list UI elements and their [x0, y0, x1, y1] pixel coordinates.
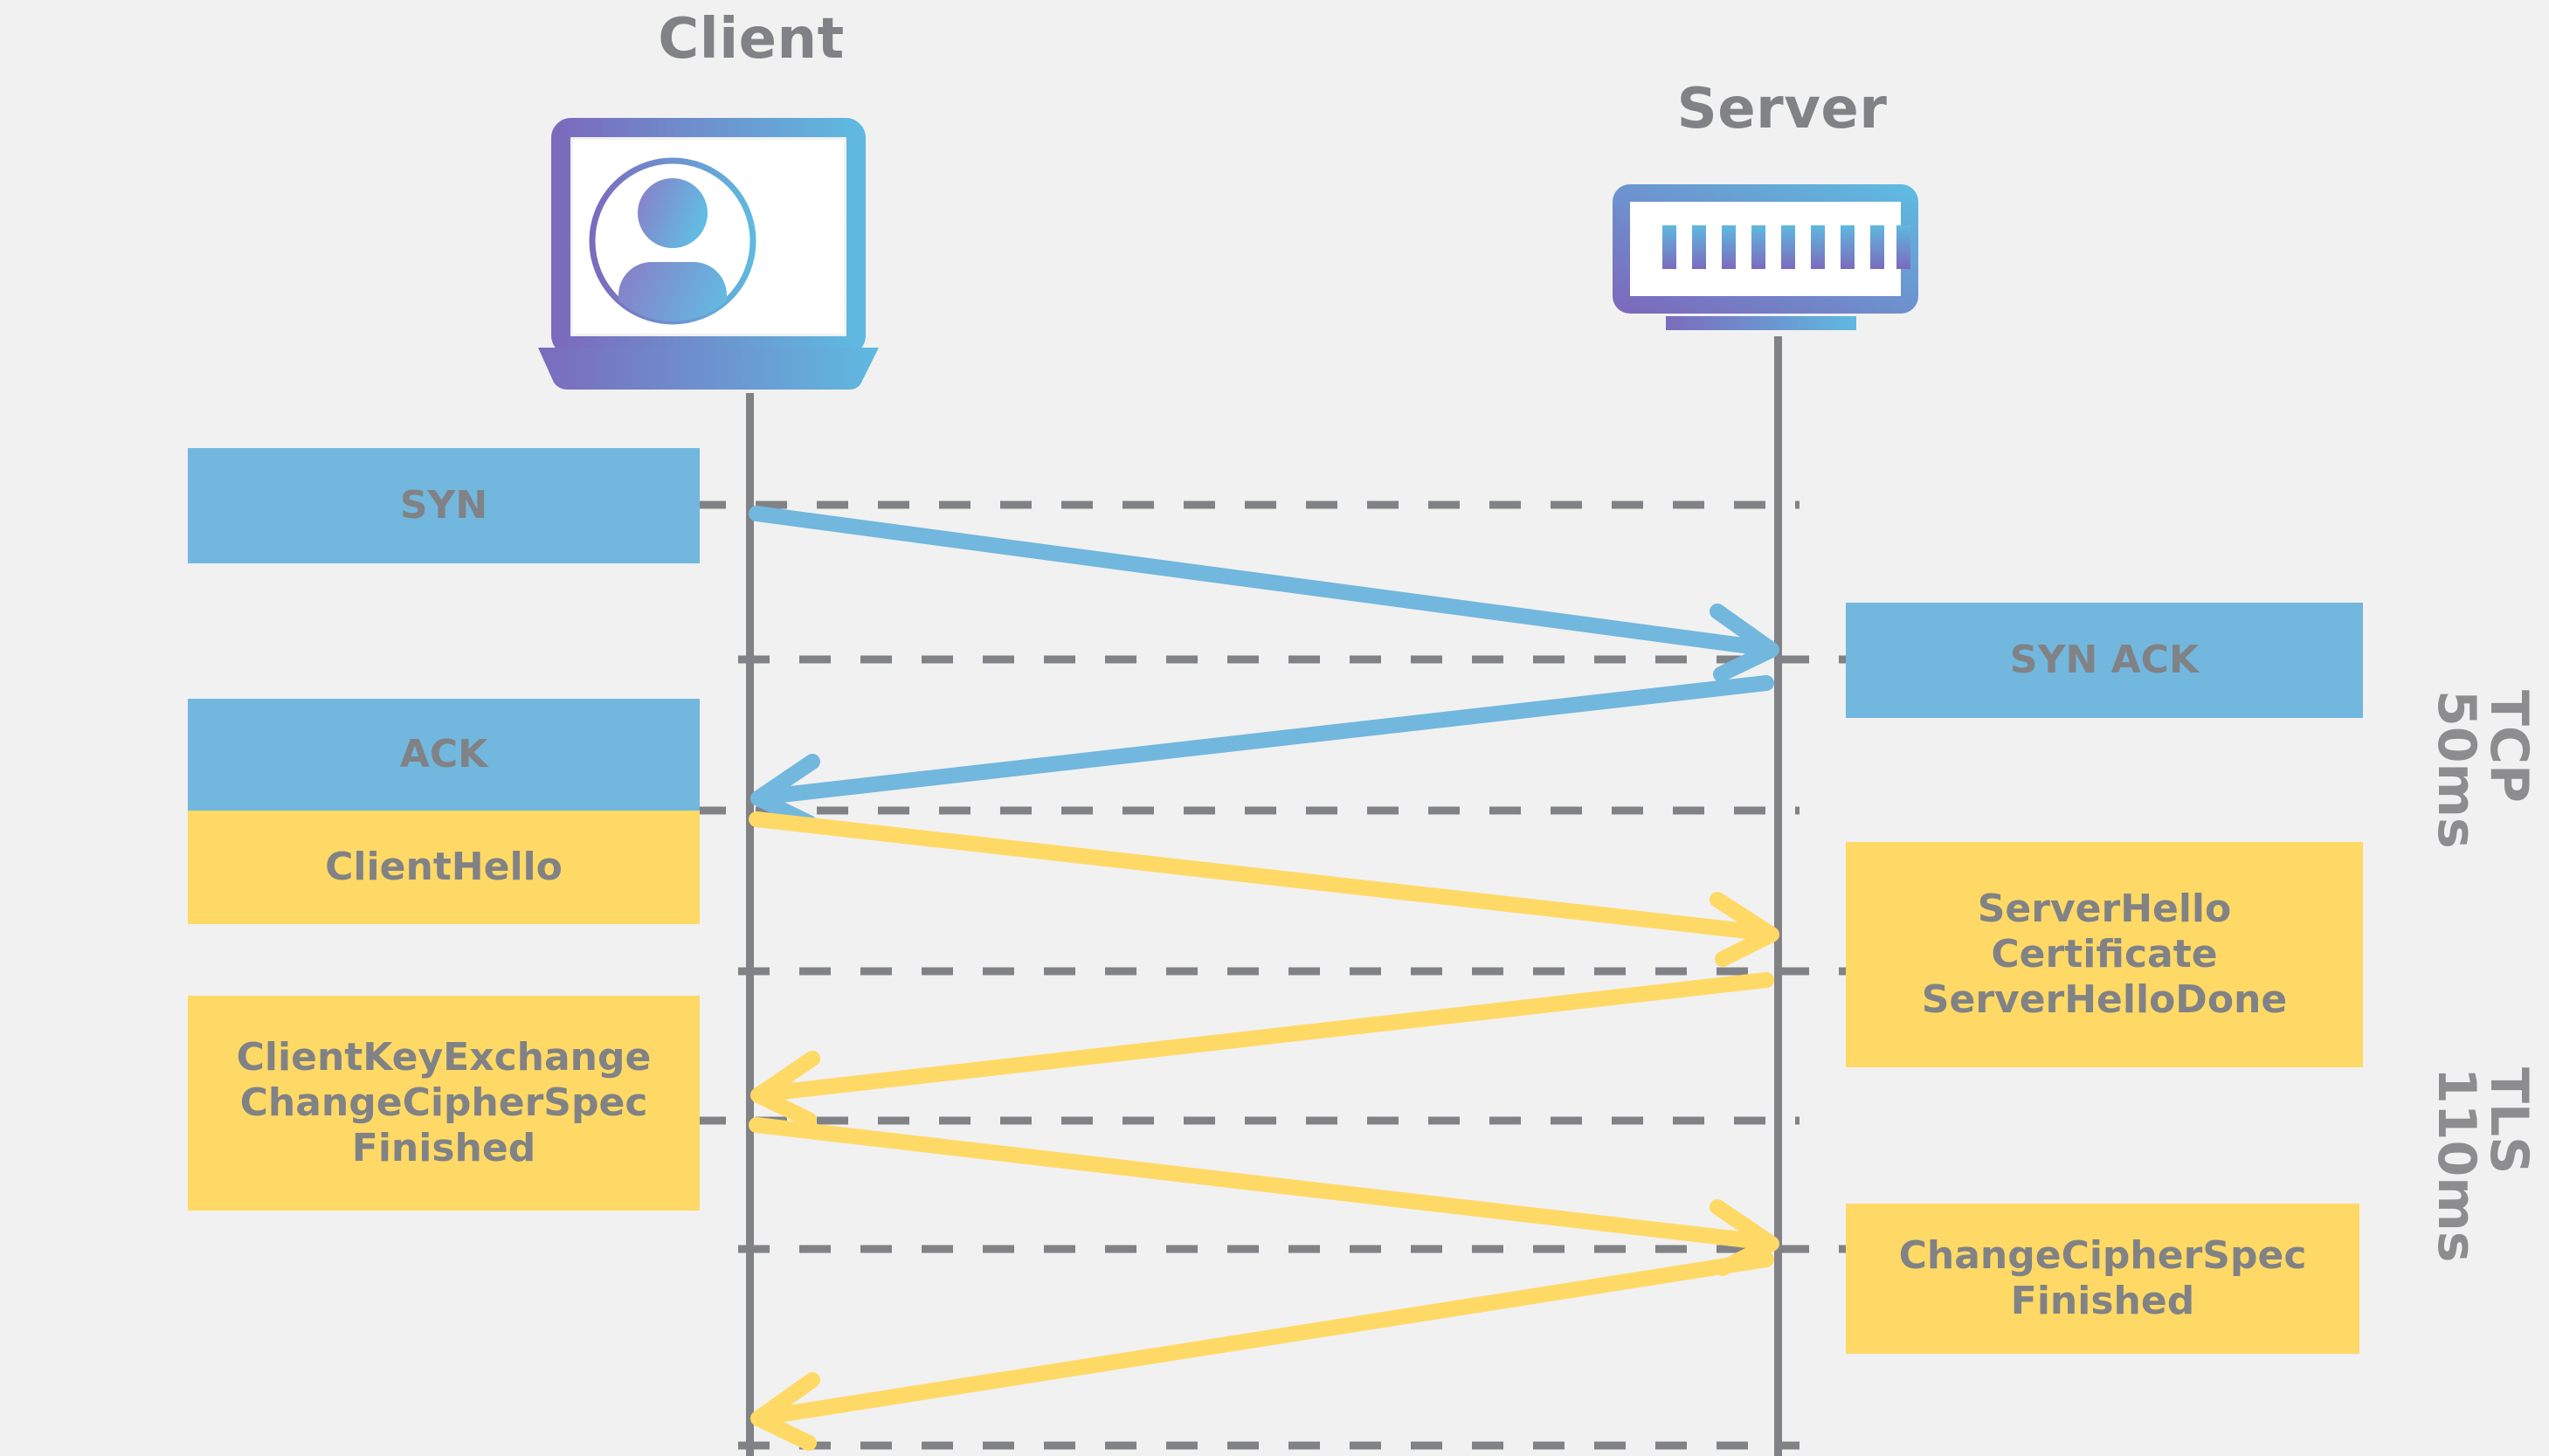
message-box-syn[interactable]: SYN [188, 448, 700, 563]
phase-label-tcp: TCP 50ms [2426, 690, 2539, 849]
message-box-serverhello[interactable]: ServerHello Certificate ServerHelloDone [1846, 842, 2363, 1067]
message-line: ServerHello [1977, 887, 2232, 932]
phase-name: TCP [2478, 690, 2539, 803]
message-line: ChangeCipherSpec [1898, 1233, 2307, 1279]
phase-duration: 110ms [2426, 1067, 2487, 1263]
message-box-syn-ack[interactable]: SYN ACK [1846, 603, 2363, 718]
message-line: SYN [399, 483, 488, 528]
phase-name: TLS [2478, 1067, 2539, 1175]
message-line: Finished [2010, 1279, 2195, 1323]
laptop-user-icon [538, 118, 879, 390]
message-line: ChangeCipherSpec [239, 1080, 648, 1126]
arrow-serverhello [750, 972, 1774, 1128]
message-line: ClientHello [325, 845, 563, 890]
client-title: Client [658, 7, 845, 72]
message-line: Certificate [1991, 932, 2218, 977]
phase-duration: 50ms [2426, 690, 2487, 849]
message-box-ack[interactable]: ACK [188, 699, 700, 811]
message-box-changecipherspec-finished[interactable]: ChangeCipherSpec Finished [1846, 1204, 2359, 1354]
phase-label-tls: TLS 110ms [2426, 1067, 2539, 1263]
arrow-syn [749, 506, 1779, 682]
message-line: ServerHelloDone [1921, 976, 2288, 1022]
server-title: Server [1676, 77, 1888, 141]
message-line: Finished [351, 1125, 536, 1170]
message-line: ClientKeyExchange [236, 1035, 652, 1080]
time-gridlines [694, 500, 1852, 1450]
arrow-clienthello [749, 811, 1779, 967]
arrow-syn-ack [750, 675, 1774, 831]
message-line: ACK [399, 732, 488, 777]
message-line: SYN ACK [2009, 638, 2200, 683]
server-lifeline [1774, 336, 1782, 1456]
server-rack-icon [1613, 184, 1918, 330]
client-lifeline [746, 393, 754, 1456]
arrow-changecipherspec-finished [750, 1252, 1774, 1451]
message-box-clienthello[interactable]: ClientHello [188, 811, 700, 924]
arrow-clientkeyexchange [749, 1117, 1779, 1276]
message-box-clientkeyexchange[interactable]: ClientKeyExchange ChangeCipherSpec Finis… [188, 996, 700, 1211]
